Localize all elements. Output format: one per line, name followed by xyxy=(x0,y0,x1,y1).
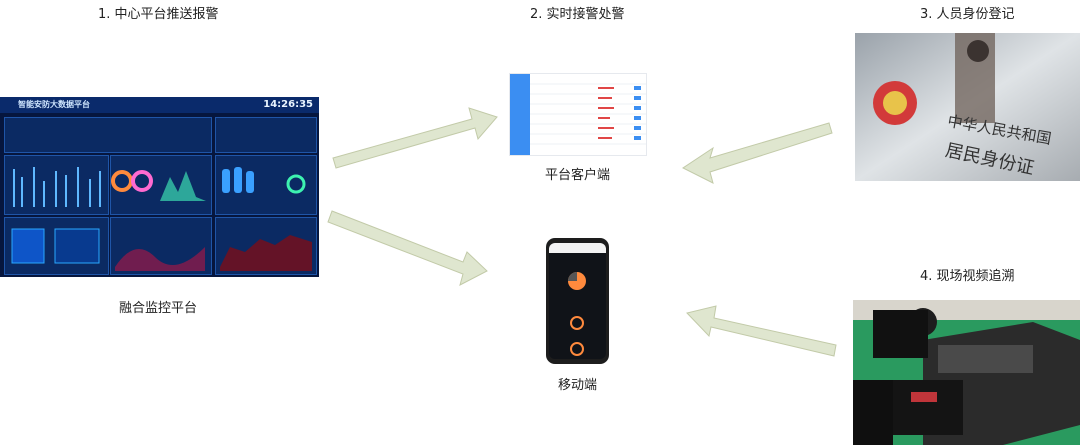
dashboard-title: 智能安防大数据平台 xyxy=(18,100,90,109)
mobile-label: 移动端 xyxy=(558,378,598,393)
client-screenshot xyxy=(509,73,647,156)
client-sidebar xyxy=(510,74,530,155)
panel-top-right xyxy=(215,117,317,153)
panel-mid-right xyxy=(215,155,317,215)
dashboard-screenshot: 智能安防大数据平台 14:26:35 xyxy=(0,97,319,277)
client-table-graphic xyxy=(530,83,646,145)
video-still-photo xyxy=(853,300,1080,445)
dashboard-label: 融合监控平台 xyxy=(119,301,198,316)
step-1-caption: 1. 中心平台推送报警 xyxy=(98,7,219,22)
client-label: 平台客户端 xyxy=(545,168,611,183)
step-3-caption: 3. 人员身份登记 xyxy=(920,7,1015,22)
dashboard-graphics xyxy=(11,167,312,271)
arrow-video-to-mobile xyxy=(686,305,837,357)
mobile-phone xyxy=(546,238,609,364)
arrow-idcard-to-client xyxy=(682,122,833,184)
arrow-dashboard-to-client xyxy=(332,107,498,169)
phone-screen-graphic xyxy=(549,243,606,356)
id-card-photo: 中华人民共和国 居民身份证 xyxy=(855,33,1080,181)
panel-mid-center xyxy=(110,155,212,215)
panel-top-left xyxy=(4,117,212,153)
arrow-dashboard-to-mobile xyxy=(327,210,488,286)
dashboard-clock: 14:26:35 xyxy=(263,99,313,110)
step-2-caption: 2. 实时接警处警 xyxy=(530,7,625,22)
step-4-caption: 4. 现场视频追溯 xyxy=(920,269,1015,284)
phone-screen xyxy=(549,243,606,359)
